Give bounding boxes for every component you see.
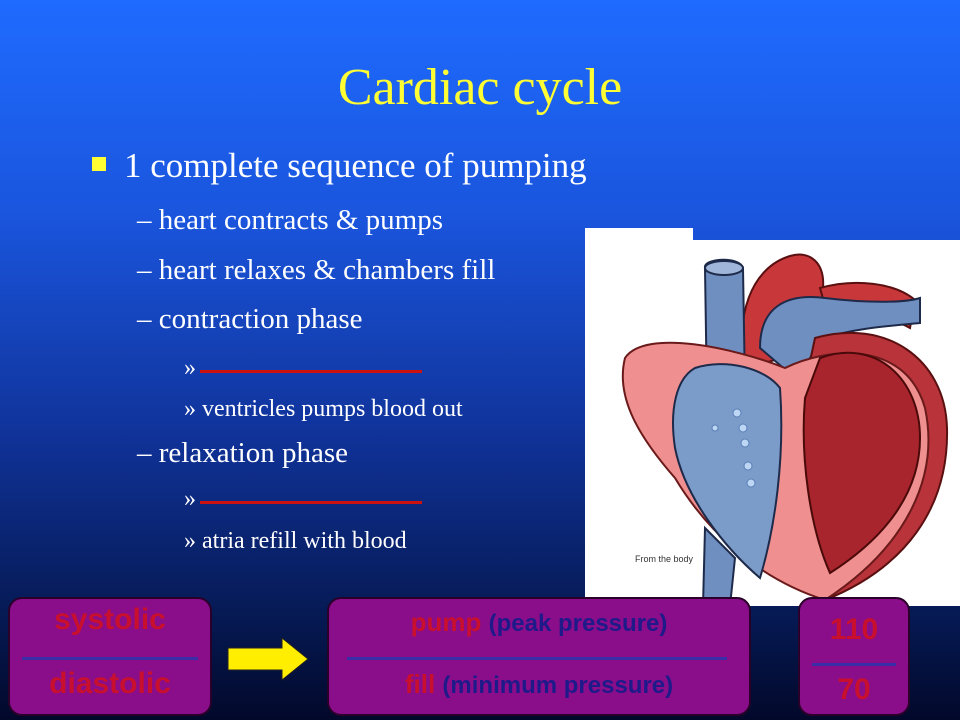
systolic-diastolic-box: systolic diastolic (8, 597, 212, 716)
fraction-line (347, 657, 727, 660)
sub-item-relaxation-phase: – relaxation phase (137, 437, 348, 469)
systolic-label: systolic (54, 603, 166, 636)
diastolic-label: diastolic (49, 667, 171, 700)
blank-line (200, 358, 422, 373)
sub-item-contraction-phase: – contraction phase (137, 303, 363, 335)
bullet-square-icon (92, 157, 106, 171)
pump-line: pump (peak pressure) (410, 607, 668, 637)
sub-item-contracts: – heart contracts & pumps (137, 204, 444, 236)
diastolic-value: 70 (837, 673, 871, 706)
sub-sub-item-blank-1: » (184, 355, 422, 382)
main-bullet: 1 complete sequence of pumping (92, 146, 587, 186)
systolic-value: 110 (829, 613, 879, 646)
right-arrow-icon (227, 636, 309, 682)
blank-line (200, 489, 422, 504)
sub-item-relaxes: – heart relaxes & chambers fill (137, 254, 496, 286)
diagram-caption: From the body (635, 554, 694, 564)
bullet-list: 1 complete sequence of pumping – heart c… (92, 146, 587, 554)
slide-title: Cardiac cycle (337, 59, 623, 116)
heart-diagram: From the body (585, 228, 960, 606)
fraction-line (812, 663, 896, 666)
pump-fill-box: pump (peak pressure) fill (minimum press… (327, 597, 751, 716)
blood-pressure-box: 110 70 (798, 597, 910, 716)
sub-sub-item-ventricles: » ventricles pumps blood out (184, 396, 463, 422)
fill-line: fill (minimum pressure) (404, 669, 674, 699)
fraction-line (22, 657, 198, 660)
sub-sub-item-blank-2: » (184, 486, 422, 513)
sub-sub-item-atria: » atria refill with blood (184, 528, 407, 554)
